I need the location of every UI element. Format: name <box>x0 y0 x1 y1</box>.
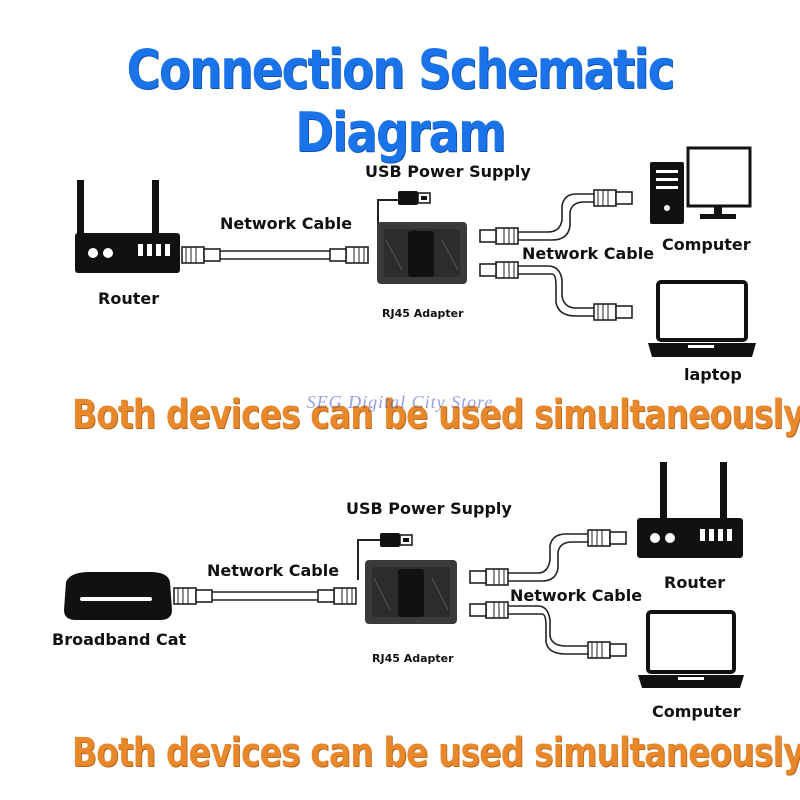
router-label-2: Router <box>664 573 726 592</box>
network-cable-out-1 <box>479 189 633 321</box>
network-cable-out-2 <box>469 529 627 659</box>
network-cable-in-2 <box>173 587 357 605</box>
computer-device-2 <box>638 610 744 688</box>
broadband-cat-label: Broadband Cat <box>52 630 187 649</box>
laptop-device-1 <box>648 280 756 357</box>
diagram-title: Connection Schematic Diagram <box>126 38 676 164</box>
network-cable-in-label-1: Network Cable <box>220 214 353 233</box>
usb-power-supply-label-2: USB Power Supply <box>346 499 512 518</box>
broadband-cat-device <box>64 572 172 620</box>
network-cable-in-label-2: Network Cable <box>207 561 340 580</box>
rj45-adapter-label-1: RJ45 Adapter <box>382 307 464 320</box>
router-device-1 <box>75 180 180 273</box>
usb-power-supply-label-1: USB Power Supply <box>365 162 531 181</box>
rj45-adapter-2 <box>365 560 457 624</box>
usb-cable-2 <box>357 532 413 580</box>
network-cable-out-label-1: Network Cable <box>522 244 655 263</box>
laptop-label-1: laptop <box>684 365 742 384</box>
router-label-1: Router <box>98 289 160 308</box>
rj45-adapter-label-2: RJ45 Adapter <box>372 652 454 665</box>
router-device-2 <box>637 462 743 558</box>
network-cable-in-1 <box>181 246 369 264</box>
computer-device-1 <box>650 146 752 224</box>
banner-2: Both devices can be used simultaneously <box>72 730 800 776</box>
banner-1: Both devices can be used simultaneously <box>72 392 800 438</box>
computer-label-2: Computer <box>652 702 741 721</box>
rj45-adapter-1 <box>377 222 467 284</box>
network-cable-out-label-2: Network Cable <box>510 586 643 605</box>
computer-label-1: Computer <box>662 235 751 254</box>
store-watermark: SEG Digital City Store <box>306 392 494 412</box>
